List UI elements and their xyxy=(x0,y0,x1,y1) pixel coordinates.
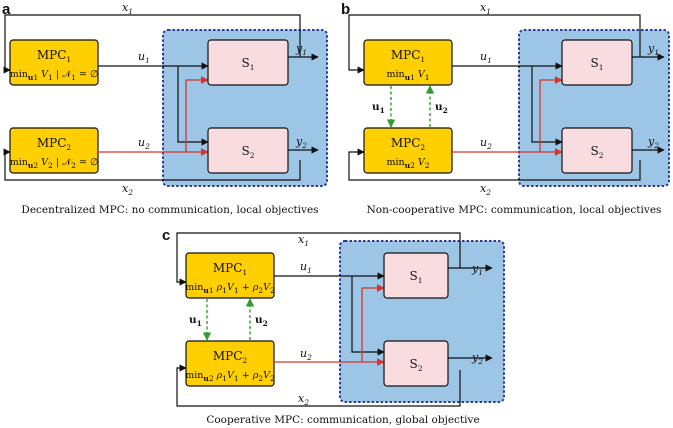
x2-feedback-wire xyxy=(176,364,461,407)
u2-to-s1-wire xyxy=(185,76,209,152)
x2-feedback-wire xyxy=(3,148,301,181)
x1-label: x1 xyxy=(298,233,309,248)
s1-box xyxy=(383,252,449,299)
y2-label: y2 xyxy=(647,135,659,150)
panel-letter: b xyxy=(341,1,350,18)
s2-label: S2 xyxy=(241,144,254,160)
caption-a: Decentralized MPC: no communication, loc… xyxy=(21,204,318,216)
mpc2-label: MPC2 xyxy=(37,136,72,152)
u2-label: u2 xyxy=(300,347,312,362)
y2-label: y2 xyxy=(471,351,483,366)
s2-box xyxy=(383,340,449,387)
u1-to-s2-wire xyxy=(531,66,563,146)
s1-box xyxy=(561,39,633,86)
mpc1-label: MPC1 xyxy=(391,48,425,64)
mpc2-label: MPC2 xyxy=(391,136,426,152)
x2-label: x2 xyxy=(480,182,491,197)
s1-label: S1 xyxy=(409,269,422,285)
u2-to-s1-wire xyxy=(539,76,563,152)
u1-to-s2-wire xyxy=(177,66,209,146)
caption-b: Non-cooperative MPC: communication, loca… xyxy=(367,204,662,216)
mpc1-objective: minu1 V1 xyxy=(386,69,429,82)
panel-letter: a xyxy=(2,1,11,18)
mpc2-box xyxy=(185,340,275,387)
mpc2-box xyxy=(9,127,99,174)
x1-feedback-wire xyxy=(348,14,641,74)
mpc1-box xyxy=(363,39,453,86)
mpc2-label: MPC2 xyxy=(213,349,248,365)
s1-box xyxy=(207,39,289,86)
panel-c: c x1 x2 MPC1 minu1 ρ1V1 + ρ2V2 MPC2 minu… xyxy=(162,227,505,426)
y1-label: y1 xyxy=(471,262,483,277)
x1-label: x1 xyxy=(480,1,491,16)
x1-feedback-wire xyxy=(3,14,301,74)
comm-u2-label: u2 xyxy=(255,314,268,328)
u1-label: u1 xyxy=(480,50,492,65)
mpc2-box xyxy=(363,127,453,174)
caption-c: Cooperative MPC: communication, global o… xyxy=(206,414,479,426)
comm-u2-label: u2 xyxy=(435,101,448,115)
u2-label: u2 xyxy=(480,136,492,151)
s2-label: S2 xyxy=(409,357,422,373)
mpc2-objective: minu2 ρ1V1 + ρ2V2 xyxy=(185,370,275,383)
panel-a: a x1 x2 MPC1 minu1 V1 | 𝒩1 = ∅ MPC2 minu… xyxy=(2,1,328,216)
s1-label: S1 xyxy=(590,56,603,72)
x1-label: x1 xyxy=(122,1,133,16)
mpc2-objective: minu2 V2 | 𝒩2 = ∅ xyxy=(10,157,98,170)
u1-label: u1 xyxy=(300,260,312,275)
mpc1-objective: minu1 V1 | 𝒩1 = ∅ xyxy=(10,69,98,82)
comm-u1-label: u1 xyxy=(189,314,202,328)
mpc1-objective: minu1 ρ1V1 + ρ2V2 xyxy=(185,282,275,295)
mpc1-label: MPC1 xyxy=(37,48,71,64)
s2-label: S2 xyxy=(590,144,603,160)
u2-to-s1-wire xyxy=(361,284,385,362)
y2-label: y2 xyxy=(295,135,307,150)
s1-label: S1 xyxy=(241,56,254,72)
x2-label: x2 xyxy=(298,392,309,407)
y1-label: y1 xyxy=(295,42,307,57)
u1-to-s2-wire xyxy=(351,276,385,356)
u1-label: u1 xyxy=(138,50,150,65)
x2-label: x2 xyxy=(122,182,133,197)
mpc2-objective: minu2 V2 xyxy=(386,157,429,170)
mpc1-label: MPC1 xyxy=(213,261,247,277)
comm-u1-label: u1 xyxy=(372,101,385,115)
x2-feedback-wire xyxy=(348,148,641,181)
x1-feedback-wire xyxy=(176,232,461,286)
y1-label: y1 xyxy=(647,42,659,57)
panel-letter: c xyxy=(162,227,170,244)
u2-label: u2 xyxy=(138,136,150,151)
panel-b: b x1 x2 MPC1 minu1 V1 MPC2 minu2 V2 u1 u… xyxy=(341,1,670,216)
mpc1-box xyxy=(9,39,99,86)
